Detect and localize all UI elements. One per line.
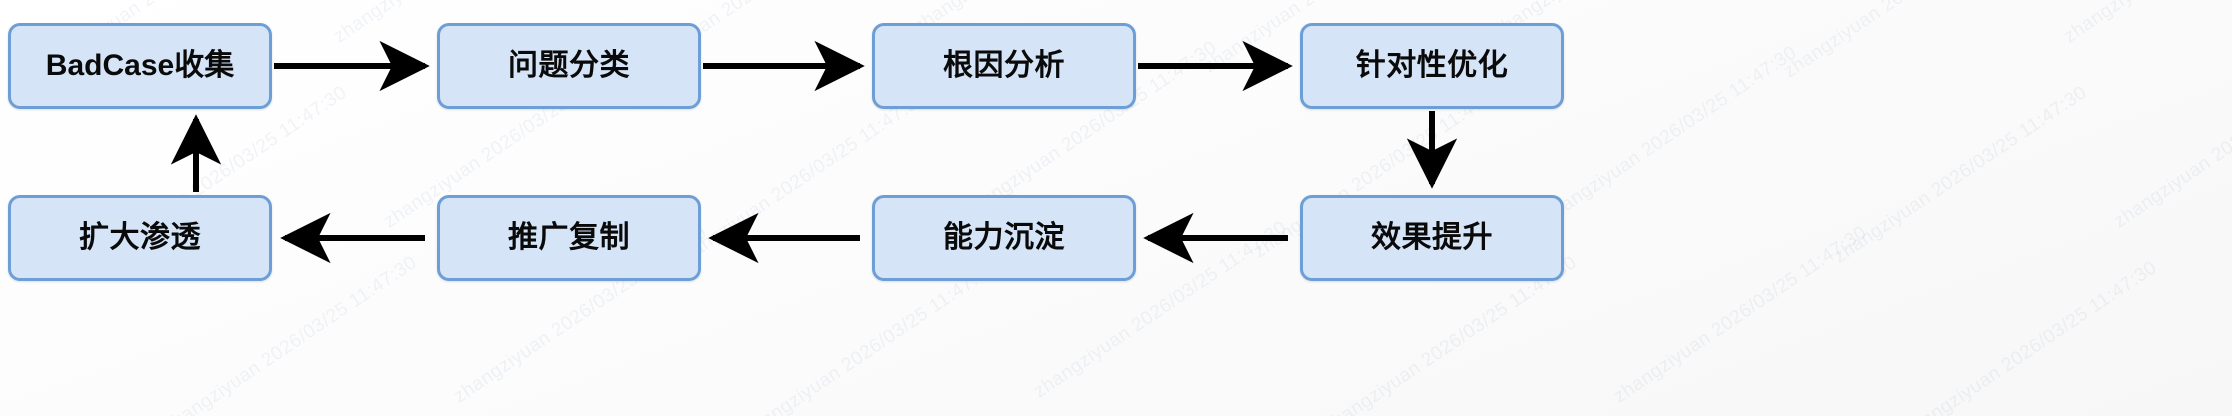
node-root-cause[interactable]: 根因分析 (872, 23, 1136, 109)
node-issue-classify[interactable]: 问题分类 (437, 23, 701, 109)
node-label: BadCase收集 (45, 49, 235, 82)
node-label: 推广复制 (508, 221, 630, 254)
node-effect-improve[interactable]: 效果提升 (1300, 195, 1564, 281)
node-label: 根因分析 (943, 49, 1065, 82)
node-label: 问题分类 (508, 49, 630, 82)
node-expand-penetrate[interactable]: 扩大渗透 (8, 195, 272, 281)
node-badcase-collect[interactable]: BadCase收集 (8, 23, 272, 109)
node-targeted-optimize[interactable]: 针对性优化 (1300, 23, 1564, 109)
node-label: 效果提升 (1371, 221, 1493, 254)
node-promote-replicate[interactable]: 推广复制 (437, 195, 701, 281)
node-label: 针对性优化 (1355, 49, 1509, 82)
node-label: 能力沉淀 (943, 221, 1065, 254)
node-capability-deposit[interactable]: 能力沉淀 (872, 195, 1136, 281)
node-label: 扩大渗透 (79, 221, 201, 254)
